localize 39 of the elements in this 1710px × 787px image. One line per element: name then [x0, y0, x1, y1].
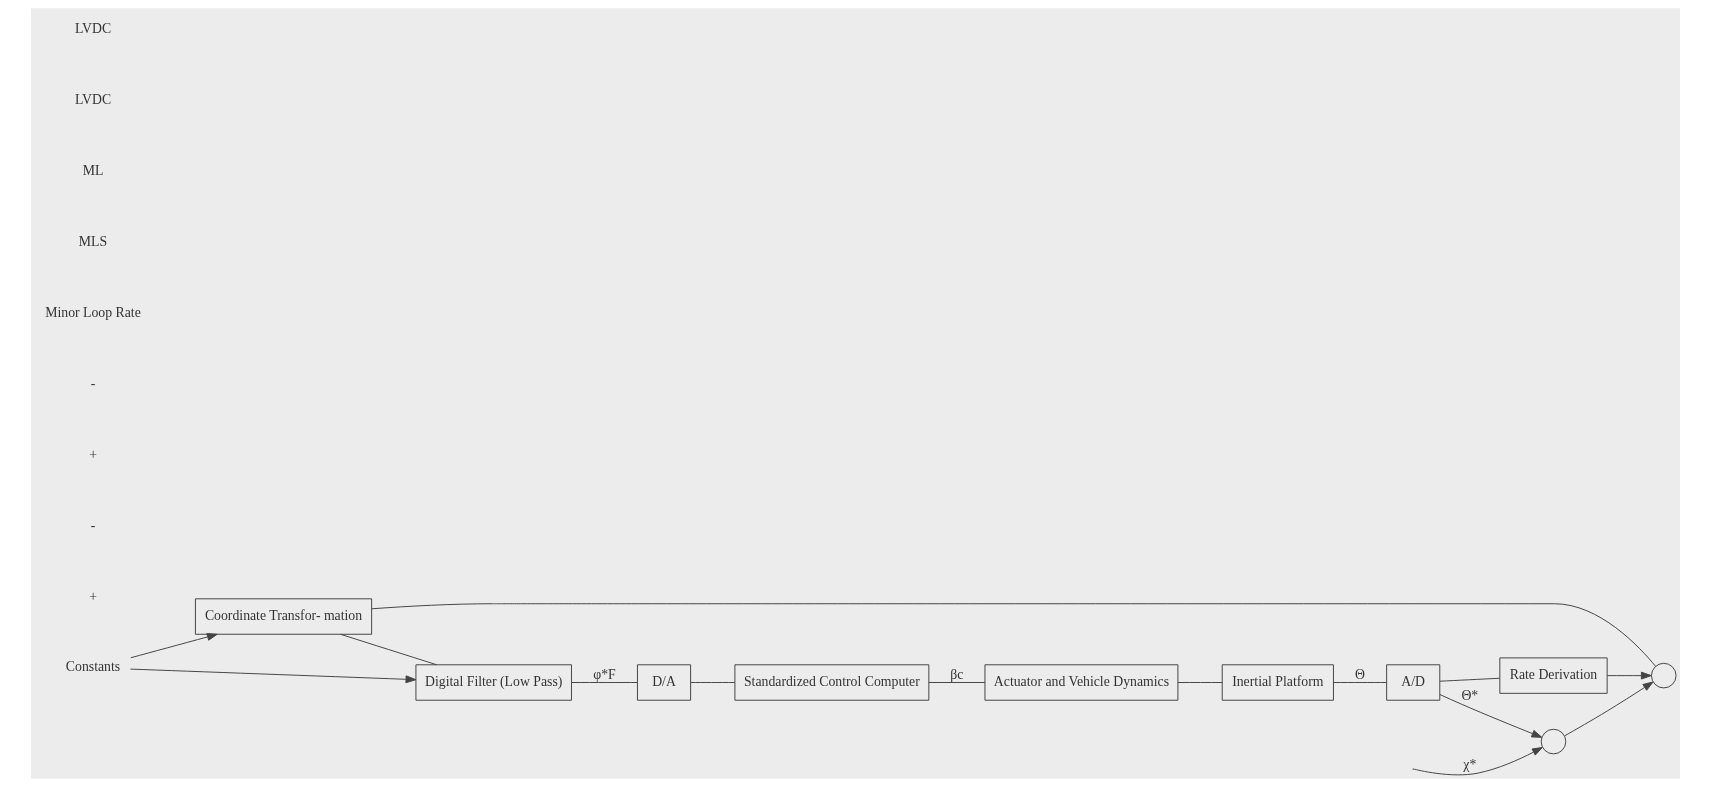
- edge-label: Θ: [1354, 666, 1365, 682]
- node-text: Constants: [65, 659, 120, 675]
- arrow: [129, 668, 416, 684]
- edge-label: βc: [949, 666, 963, 682]
- node-box: Rate Derivation: [1498, 657, 1608, 694]
- node-box: Actuator and Vehicle Dynamics: [983, 664, 1178, 701]
- node-circle: [1540, 728, 1566, 755]
- connector: [570, 682, 638, 683]
- node-box: Digital Filter (Low Pass): [414, 664, 572, 701]
- label: -: [90, 517, 95, 533]
- label: +: [88, 588, 97, 604]
- label: MLS: [78, 234, 107, 250]
- label: Minor Loop Rate: [44, 304, 141, 320]
- edge-label: χ*: [1462, 757, 1476, 773]
- connector: [689, 682, 735, 683]
- edge-label: Θ*: [1460, 688, 1478, 704]
- connector: [1438, 677, 1500, 682]
- label: ML: [82, 163, 103, 179]
- arrow: [1606, 671, 1652, 680]
- arrow: [1438, 694, 1542, 738]
- connector: [1176, 682, 1223, 683]
- connector: [927, 682, 985, 683]
- node-box: D/A: [636, 664, 691, 701]
- arrow: [1413, 746, 1543, 776]
- node-box: A/D: [1385, 664, 1440, 701]
- connector: [339, 633, 437, 666]
- label: +: [88, 446, 97, 462]
- arrow: [1563, 681, 1653, 737]
- label: LVDC: [74, 92, 111, 108]
- node-box: Coordinate Transfor- mation: [194, 598, 372, 635]
- node-circle: [1650, 662, 1677, 689]
- label: LVDC: [74, 21, 111, 37]
- edge-label: φ*F: [592, 666, 616, 682]
- node-box: Standardized Control Computer: [733, 664, 929, 701]
- label: -: [90, 375, 95, 391]
- node-box: Inertial Platform: [1221, 664, 1334, 701]
- connector: [370, 603, 1656, 667]
- connector: [1332, 682, 1387, 683]
- arrow: [129, 633, 218, 659]
